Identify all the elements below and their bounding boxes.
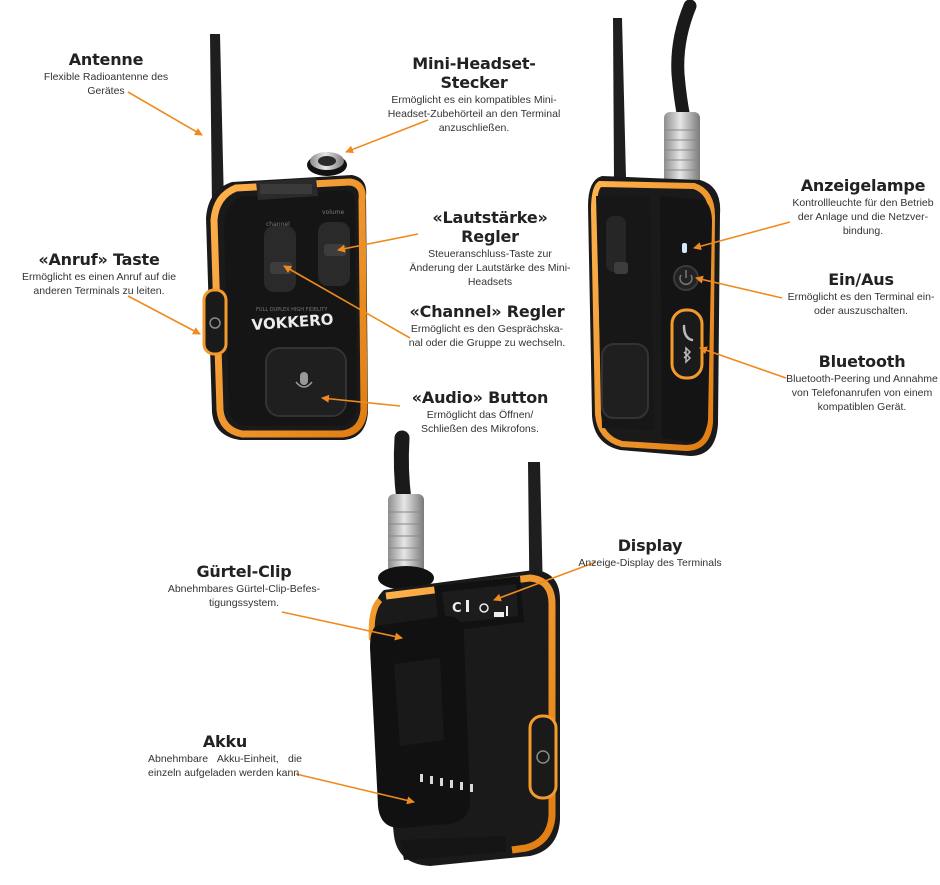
mic-icon — [295, 372, 313, 388]
call-icon — [209, 317, 221, 329]
arrow-guertel — [281, 611, 403, 641]
arrow-lautstaerke — [337, 233, 419, 253]
arrow-bluetooth — [699, 346, 787, 379]
label-title: «Channel» Regler — [409, 302, 565, 321]
label-bluetooth: Bluetooth Bluetooth-Peering und Annahme … — [786, 352, 938, 414]
knob-label-volume: volume — [322, 209, 345, 216]
label-title: «Lautstärke» Regler — [432, 208, 548, 246]
label-desc: Steueranschluss-Taste zur Änderung der L… — [409, 248, 571, 288]
label-anruf: «Anruf» Taste Ermöglicht es einen Anruf … — [18, 250, 180, 298]
arrow-anruf — [127, 295, 201, 335]
svg-text:C: C — [452, 601, 462, 616]
label-desc: Bluetooth-Peering und Annahme von Telefo… — [786, 373, 938, 413]
arrow-anzeigelampe — [693, 221, 791, 251]
label-desc: Ermöglicht das Öffnen/ Schließen des Mik… — [421, 409, 539, 435]
label-title: «Audio» Button — [411, 388, 549, 407]
label-antenne: Antenne Flexible Radioantenne des Geräte… — [30, 50, 182, 98]
label-einaus: Ein/Aus Ermöglicht es den Terminal ein-o… — [786, 270, 936, 318]
label-lautstaerke: «Lautstärke» Regler Steueranschluss-Tast… — [406, 208, 574, 289]
label-desc: Flexible Radioantenne des Gerätes — [43, 71, 169, 97]
label-title: Mini-Headset-Stecker — [412, 54, 536, 92]
headset-jack-icon — [307, 152, 347, 176]
arrow-channel — [283, 265, 411, 339]
device-brand: VOKKERO — [251, 310, 334, 334]
label-desc: Ermöglicht es den Terminal ein-oder ausz… — [787, 291, 935, 317]
label-title: Bluetooth — [818, 352, 906, 371]
callout-arrows — [127, 91, 791, 805]
label-desc: Ermöglicht es den Gesprächska-nal oder d… — [408, 323, 566, 349]
arrow-antenne — [127, 91, 203, 136]
device-side — [588, 0, 721, 456]
power-icon — [673, 265, 699, 291]
label-title: Display — [617, 536, 683, 555]
label-mini-headset: Mini-Headset-Stecker Ermöglicht es ein k… — [384, 54, 564, 135]
label-desc: Abnehmbare Akku-Einheit, die einzeln auf… — [148, 753, 302, 779]
label-title: Antenne — [68, 50, 144, 69]
phone-icon — [682, 324, 694, 342]
arrow-mini-headset — [345, 119, 429, 154]
device-back: C — [368, 430, 560, 866]
label-channel: «Channel» Regler Ermöglicht es den Gespr… — [404, 302, 570, 350]
label-title: Anzeigelampe — [800, 176, 926, 195]
bluetooth-icon — [683, 346, 692, 364]
label-desc: Anzeige-Display des Terminals — [578, 557, 722, 569]
label-desc: Abnehmbares Gürtel-Clip-Befes-tigungssys… — [167, 583, 321, 609]
antenna-icon — [210, 34, 224, 208]
label-akku: Akku Abnehmbare Akku-Einheit, die einzel… — [148, 732, 302, 780]
label-title: Akku — [202, 732, 248, 751]
device-tagline: FULL DUPLEX HIGH FIDELITY — [256, 307, 328, 313]
label-title: Gürtel-Clip — [196, 562, 292, 581]
label-display: Display Anzeige-Display des Terminals — [576, 536, 724, 570]
label-guertel: Gürtel-Clip Abnehmbares Gürtel-Clip-Befe… — [166, 562, 322, 610]
label-anzeigelampe: Anzeigelampe Kontrollleuchte für den Bet… — [790, 176, 936, 238]
device-front — [202, 34, 368, 440]
arrow-audio — [321, 394, 401, 407]
label-title: Ein/Aus — [828, 270, 894, 289]
label-title: «Anruf» Taste — [38, 250, 160, 269]
arrow-display — [493, 561, 597, 602]
label-desc: Kontrollleuchte für den Betrieb der Anla… — [792, 197, 934, 237]
label-audio: «Audio» Button Ermöglicht das Öffnen/ Sc… — [410, 388, 550, 436]
arrow-einaus — [695, 275, 783, 299]
arrow-akku — [295, 773, 415, 805]
label-desc: Ermöglicht es ein kompatibles Mini-Heads… — [387, 94, 561, 134]
label-desc: Ermöglicht es einen Anruf auf die andere… — [21, 271, 177, 297]
knob-label-channel: channel — [266, 221, 290, 228]
